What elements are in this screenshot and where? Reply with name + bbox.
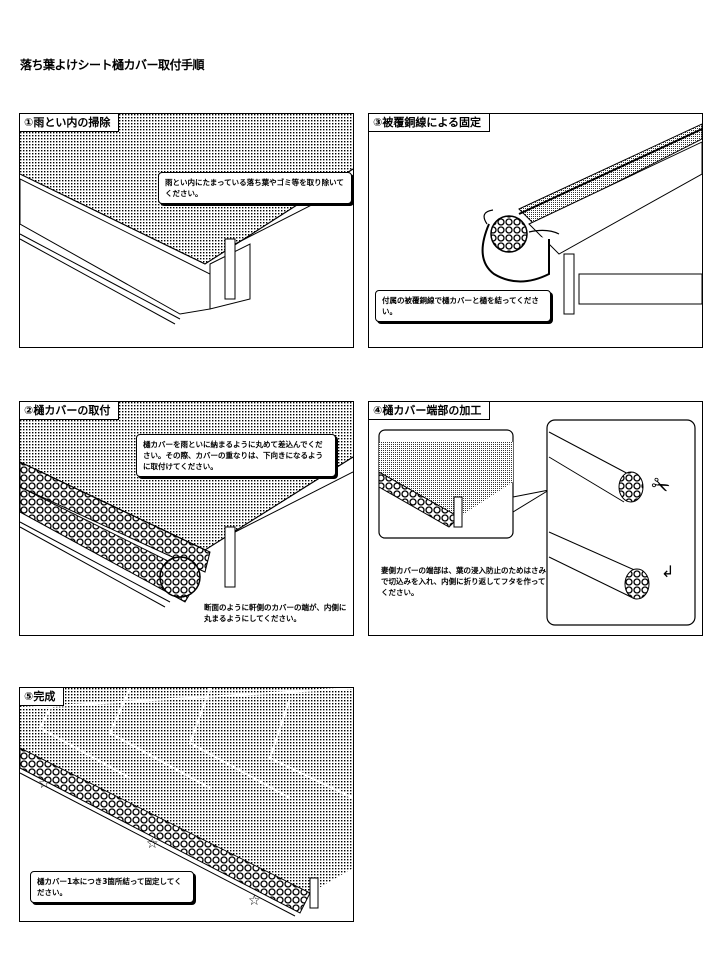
fixing-point-star-icon: ☆ xyxy=(38,776,51,792)
step-3-callout: 付属の被覆銅線で樋カバーと樋を結ってください。 xyxy=(375,290,551,322)
step-5-callout: 樋カバー1本につき3箇所結って固定してください。 xyxy=(30,871,194,903)
document-title: 落ち葉よけシート樋カバー取付手順 xyxy=(20,58,205,72)
gutter-cleaning-illustration xyxy=(20,114,353,347)
step-3-panel: ③被覆銅線による固定 付属の被覆銅線で樋カバーと樋を結ってください。 xyxy=(368,113,703,348)
step-2-label: ②樋カバーの取付 xyxy=(20,402,120,420)
fixing-point-star-icon: ☆ xyxy=(248,893,261,909)
step-4-label: ④樋カバー端部の加工 xyxy=(369,402,491,420)
step-2-note: 断面のように軒側のカバーの端が、内側に丸まるようにしてください。 xyxy=(204,603,347,623)
fold-arrow-icon: ↲ xyxy=(661,562,675,581)
step-2-callout: 樋カバーを雨といに納まるように丸めて差込んでください。その際、カバーの重なりは、… xyxy=(136,434,336,477)
step-1-label: ①雨とい内の掃除 xyxy=(20,114,120,132)
fixing-point-star-icon: ☆ xyxy=(146,836,159,852)
cover-end-processing-illustration xyxy=(378,419,696,626)
wire-fixing-illustration xyxy=(481,123,702,315)
step-3-label: ③被覆銅線による固定 xyxy=(369,114,490,132)
step-1-callout: 雨とい内にたまっている落ち葉やゴミ等を取り除いてください。 xyxy=(158,172,352,204)
step-5-label: ⑤完成 xyxy=(20,688,65,706)
step-1-panel: ①雨とい内の掃除 雨とい内にたまっている落ち葉やゴミ等を取り除いてください。 xyxy=(19,113,354,348)
step-4-note: 妻側カバーの端部は、葉の浸入防止のためはさみで切込みを入れ、内側に折り返してフタ… xyxy=(381,566,546,597)
step-2-panel: ②樋カバーの取付 樋カバーを雨といに納まるように丸めて差込んでください。その際、… xyxy=(19,401,354,636)
step-4-panel: ✂ ↲ ④樋カバー端部の加工 妻側カバーの端部は、葉の浸入防止のためはさみで切込… xyxy=(368,401,703,636)
step-5-panel: ☆ ☆ ☆ ⑤完成 樋カバー1本につき3箇所結って固定してください。 xyxy=(19,687,354,922)
